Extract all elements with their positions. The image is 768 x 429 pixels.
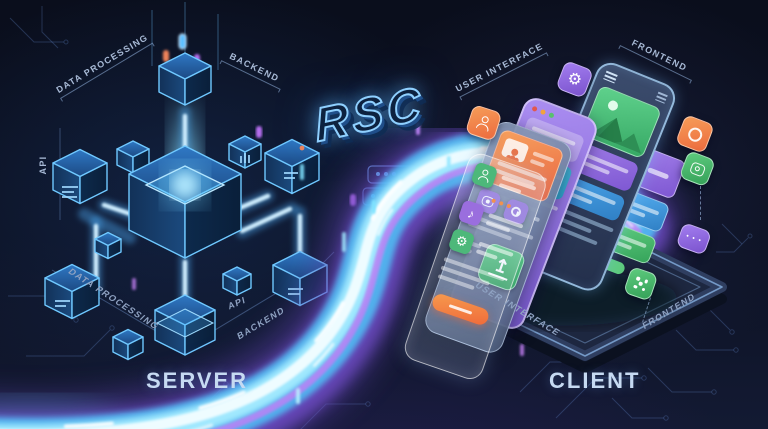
label-api-left: API	[38, 155, 48, 175]
gear-icon: ⚙	[564, 69, 585, 91]
server-caption: SERVER	[146, 368, 249, 393]
avatar	[500, 137, 530, 164]
menu-icon	[603, 70, 618, 84]
card-line	[647, 166, 670, 180]
person-tile	[470, 161, 499, 190]
settings-tile: ⚙	[447, 227, 476, 256]
cube-face-details	[55, 153, 303, 307]
card-line	[529, 158, 546, 168]
gear-icon: ⚙	[453, 232, 470, 251]
ellipsis-icon: • • •	[684, 232, 703, 245]
music-note-icon: ♪	[465, 205, 477, 222]
phone-mockup	[518, 58, 680, 296]
image-card	[580, 84, 663, 160]
button-label-line	[448, 304, 473, 315]
music-tile: ♪	[457, 199, 486, 228]
client-caption: CLIENT	[549, 368, 641, 393]
menu-icon	[655, 91, 668, 105]
mountain-icon	[590, 100, 641, 154]
dashed-connector	[700, 186, 701, 220]
cta-button	[430, 291, 491, 327]
